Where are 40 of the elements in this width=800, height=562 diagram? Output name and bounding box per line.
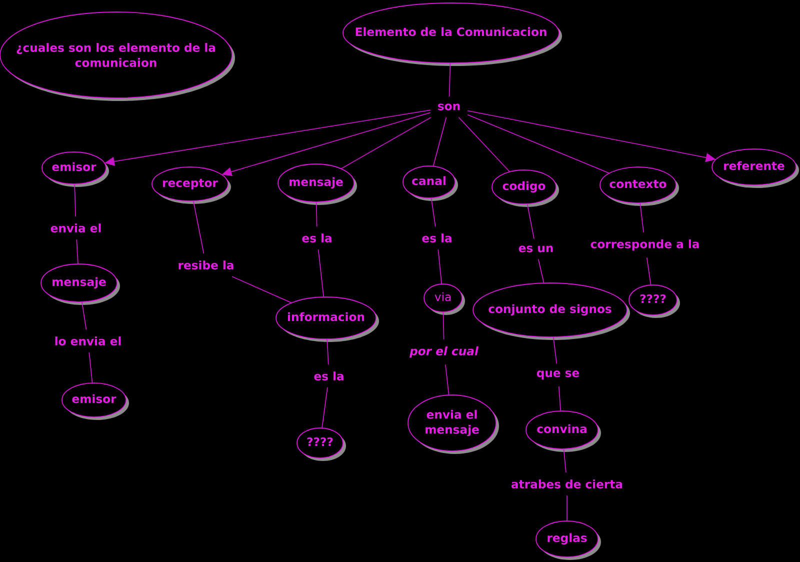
linking-phrase: es la: [302, 234, 332, 242]
linking-phrase: es un: [518, 246, 553, 252]
connector-line: [526, 203, 534, 240]
connector-line: [326, 338, 329, 365]
node-label: reglas: [548, 533, 587, 545]
connector-line: [316, 202, 318, 227]
connector-line: [88, 352, 93, 384]
connector-line: [192, 200, 204, 254]
connector-line: [646, 257, 652, 286]
connector-line: [563, 448, 566, 473]
connector-line: [640, 202, 644, 233]
linking-phrase: por el cual: [409, 346, 479, 358]
connector-line: [340, 116, 432, 170]
linking-phrase: envia el: [50, 224, 101, 232]
connector-line: [318, 249, 324, 298]
connector-line: [82, 302, 87, 330]
linking-phrase: son: [438, 104, 460, 110]
connector-line: [552, 336, 558, 364]
linking-phrase: es la: [422, 234, 452, 242]
connector-line: [322, 387, 328, 429]
connector-line: [467, 114, 610, 174]
connector-line: [444, 364, 450, 396]
connector-line: [432, 116, 447, 167]
connector-line: [442, 312, 444, 340]
connector-line: [74, 184, 76, 217]
connector-line: [232, 276, 292, 304]
linking-phrase: corresponde a la: [590, 239, 699, 251]
connector-line: [430, 198, 436, 227]
linking-phrase: que se: [536, 370, 580, 380]
connector-line: [458, 116, 510, 172]
connector-line: [76, 239, 78, 264]
connector-line: [558, 386, 562, 412]
linking-phrase: lo envia el: [55, 336, 121, 346]
connector-line: [438, 249, 442, 284]
connector-line: [566, 495, 568, 522]
linking-phrase: es la: [314, 372, 344, 380]
linking-phrase: resibe la: [178, 260, 234, 270]
linking-phrase: atrabes de cierta: [511, 480, 622, 488]
connector-line: [538, 258, 544, 284]
connector-line: [448, 62, 451, 98]
